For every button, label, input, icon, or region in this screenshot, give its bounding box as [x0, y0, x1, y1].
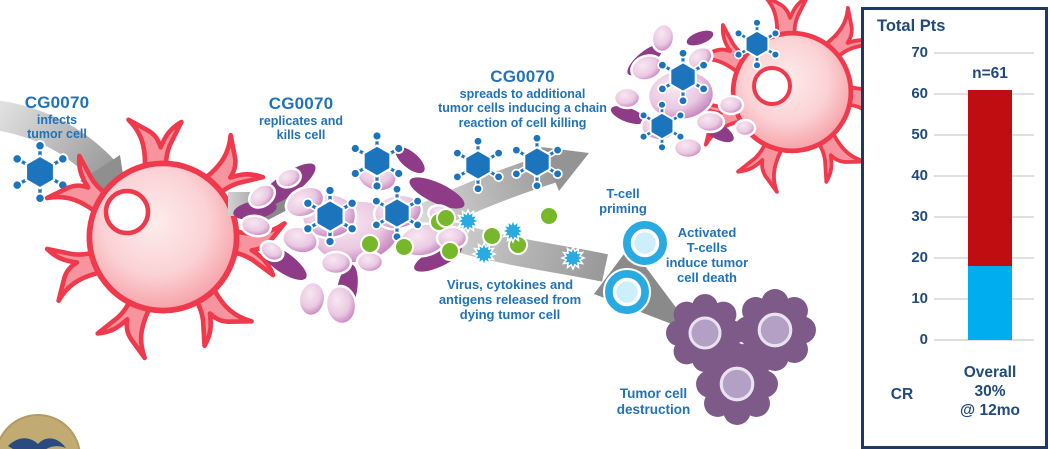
dying-tumor-cell-2-icon — [610, 19, 780, 160]
results-chart-panel: Total Pts 70 60 50 40 30 20 10 0 n=61 CR Overal… — [861, 7, 1048, 449]
bar-segment-blue — [968, 266, 1012, 340]
tcell-priming-label: T-cell priming — [599, 186, 647, 217]
y-tick-label: 10 — [911, 290, 928, 307]
step-title: CG0070 — [490, 67, 555, 86]
gridline — [934, 52, 1034, 54]
cell-nucleus-hole — [752, 66, 792, 106]
tumor-cell-2-icon — [694, 0, 862, 192]
category-label: Overall 30% @ 12mo — [960, 364, 1020, 419]
cytokines-label: Virus, cytokines and antigens released f… — [438, 277, 582, 323]
bar-segment-red — [968, 89, 1012, 267]
step-title: CG0070 — [24, 93, 90, 112]
gridline — [934, 339, 1034, 341]
cell-nucleus-hole — [103, 188, 151, 236]
chart-title: Total Pts — [877, 17, 946, 35]
mechanism-illustration — [0, 0, 862, 449]
tumor-destruction-label: Tumor cell destruction — [616, 386, 691, 417]
row-label-cr: CR — [890, 386, 914, 403]
activated-tcells-label: Activated T-cells induce tumor cell deat… — [665, 225, 749, 286]
step-infect-label: CG0070 infects tumor cell — [5, 93, 109, 142]
y-tick-label: 60 — [911, 85, 928, 102]
step-spread-label: CG0070 spreads to additional tumor cells… — [420, 67, 625, 130]
y-tick-label: 30 — [911, 208, 928, 225]
bar-annotation: n=61 — [972, 65, 1008, 82]
logo-icon — [0, 414, 81, 449]
step-title: CG0070 — [268, 94, 334, 113]
y-tick-label: 20 — [911, 249, 928, 266]
tumor-cell-icon — [45, 120, 285, 358]
step-replicate-label: CG0070 replicates and kills cell — [245, 94, 357, 143]
y-tick-label: 50 — [911, 126, 928, 143]
y-tick-label: 40 — [911, 167, 928, 184]
y-tick-label: 70 — [911, 44, 928, 61]
y-tick-label: 0 — [919, 331, 928, 348]
